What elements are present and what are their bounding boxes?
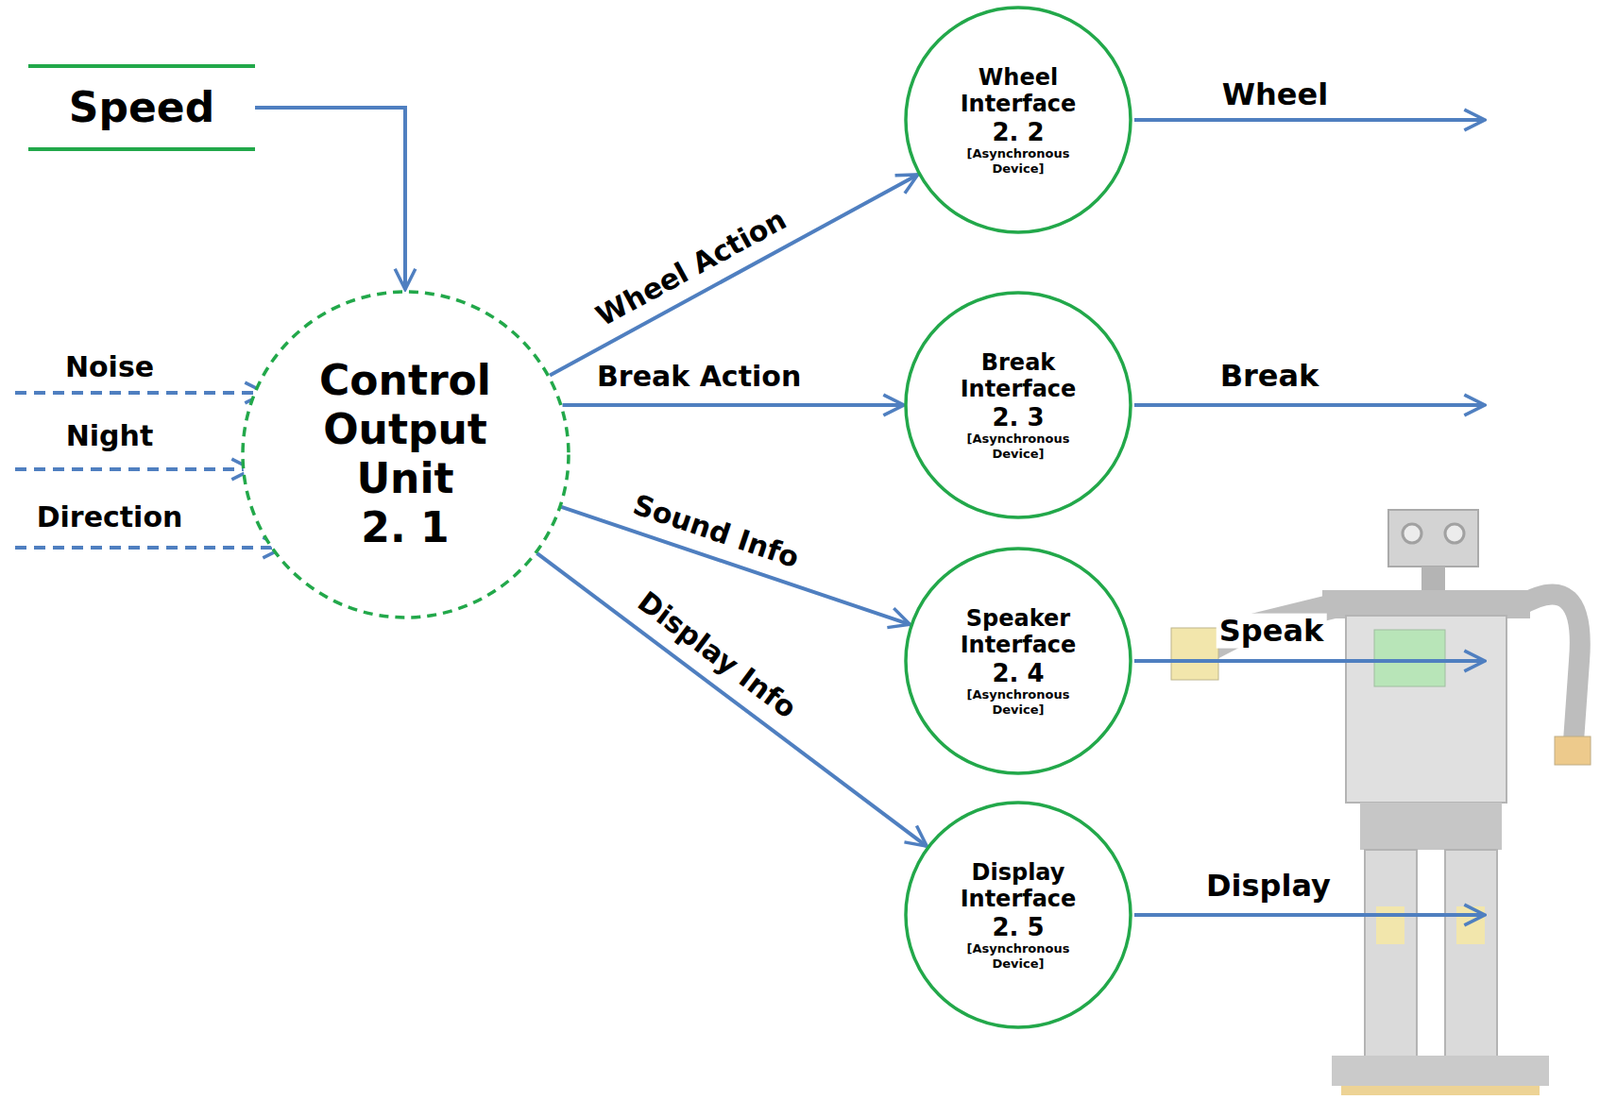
- robot-screen: [1374, 629, 1446, 687]
- circle-shape: [242, 291, 569, 618]
- node-title: Break Interface: [940, 349, 1097, 404]
- node-content: Display Interface2. 5[Asynchronous Devic…: [940, 859, 1097, 971]
- robot-neck: [1421, 566, 1446, 594]
- output-signal-line: [1134, 913, 1485, 918]
- node-title: Speaker Interface: [940, 605, 1097, 660]
- flow-arrow: [562, 403, 904, 408]
- circle-shape: [905, 802, 1131, 1028]
- signal-label: Break: [1217, 358, 1323, 394]
- circle-shape: [905, 292, 1131, 518]
- output-signal-line: [1134, 118, 1485, 122]
- flow-arrow: [549, 174, 919, 375]
- circle-shape: [905, 7, 1131, 233]
- process-circle: Control Output Unit2. 1: [240, 289, 571, 620]
- robot-hand: [1554, 736, 1591, 766]
- output-signal-line: [1134, 403, 1485, 408]
- circle-shape: [905, 548, 1131, 774]
- node-title: Control Output Unit: [287, 356, 524, 504]
- input-signal-line: [15, 391, 266, 395]
- robot-arm: [1201, 606, 1334, 654]
- process-circle: Break Interface2. 3[Asynchronous Device]: [903, 290, 1133, 520]
- node-title: Speed: [68, 83, 215, 133]
- robot-eye: [1402, 524, 1422, 544]
- data-store: Speed: [28, 64, 256, 152]
- node-number: 2. 3: [991, 403, 1044, 433]
- robot-leg: [1364, 850, 1417, 1058]
- process-circle: Wheel Interface2. 2[Asynchronous Device]: [903, 5, 1133, 235]
- robot-eye: [1445, 524, 1464, 544]
- node-content: Wheel Interface2. 2[Asynchronous Device]: [940, 64, 1097, 176]
- robot-hand: [1171, 628, 1219, 681]
- node-number: 2. 5: [991, 913, 1044, 943]
- node-title: Wheel Interface: [940, 64, 1097, 119]
- node-content: Speed: [68, 83, 215, 133]
- robot-shoulders: [1322, 590, 1531, 619]
- signal-label: Display: [1203, 868, 1334, 904]
- robot-leg: [1445, 850, 1498, 1058]
- robot-sole: [1341, 1086, 1540, 1096]
- node-note: [Asynchronous Device]: [959, 941, 1078, 971]
- process-circle: Display Interface2. 5[Asynchronous Devic…: [903, 800, 1133, 1030]
- robot-knee: [1456, 906, 1485, 945]
- robot-torso: [1345, 615, 1507, 803]
- flow-arrow: [255, 107, 406, 290]
- node-note: [Asynchronous Device]: [959, 146, 1078, 176]
- edge-label: Wheel Action: [588, 202, 795, 335]
- node-content: Speaker Interface2. 4[Asynchronous Devic…: [940, 605, 1097, 717]
- flow-arrow: [536, 553, 927, 847]
- output-signal-line: [1134, 659, 1485, 664]
- signal-label: Noise: [62, 351, 157, 385]
- robot-feet: [1331, 1055, 1549, 1087]
- node-content: Break Interface2. 3[Asynchronous Device]: [940, 349, 1097, 461]
- node-number: 2. 1: [360, 503, 449, 553]
- robot-knee: [1376, 906, 1405, 945]
- signal-label: Speak: [1216, 613, 1328, 649]
- robot-head: [1388, 510, 1479, 567]
- edge-label: Break Action: [594, 360, 804, 394]
- robot-pelvis: [1360, 802, 1502, 851]
- input-signal-line: [15, 467, 253, 472]
- edge-label: Sound Info: [626, 487, 806, 576]
- signal-label: Night: [63, 420, 157, 454]
- node-note: [Asynchronous Device]: [959, 687, 1078, 717]
- signal-label: Direction: [34, 501, 187, 535]
- edge-label: Display Info: [629, 583, 805, 728]
- process-circle: Speaker Interface2. 4[Asynchronous Devic…: [903, 546, 1133, 776]
- node-note: [Asynchronous Device]: [959, 431, 1078, 461]
- signal-label: Wheel: [1219, 77, 1331, 113]
- input-signal-line: [15, 545, 284, 550]
- node-title: Display Interface: [940, 859, 1097, 914]
- node-number: 2. 4: [991, 659, 1044, 689]
- node-content: Control Output Unit2. 1: [287, 356, 524, 553]
- node-number: 2. 2: [991, 118, 1044, 148]
- robot-figure: [1171, 510, 1591, 1096]
